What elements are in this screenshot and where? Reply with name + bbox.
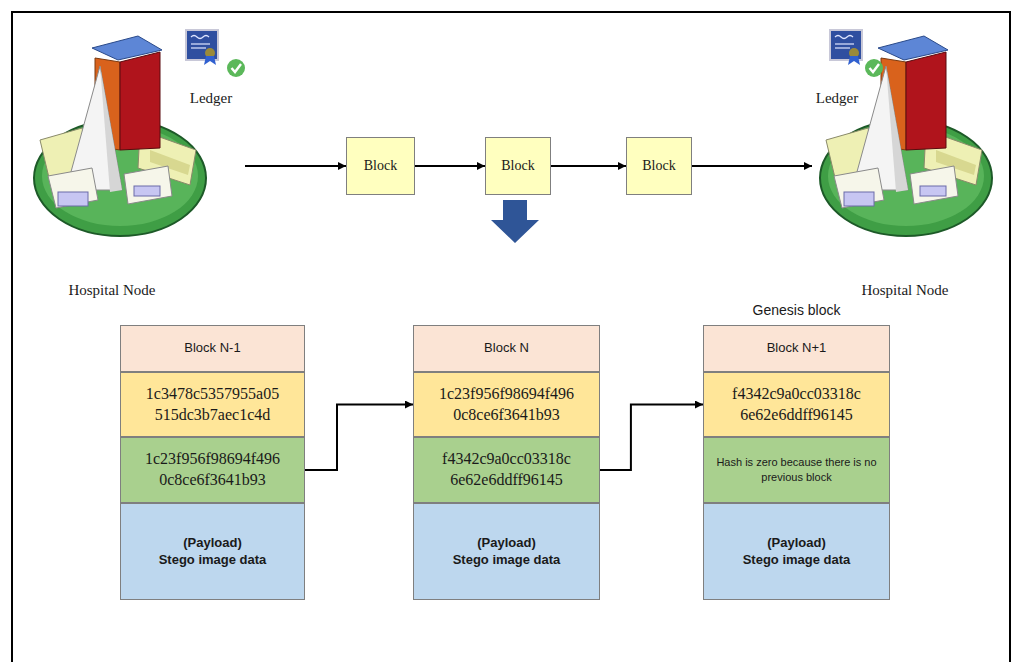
hash-field: f4342c9a0cc03318c 6e62e6ddff96145 <box>703 372 890 437</box>
chain-arrow <box>692 165 812 167</box>
payload-field: (Payload)Stego image data <box>703 503 890 600</box>
block-box: Block <box>626 137 692 195</box>
caption-label: Genesis block <box>703 302 890 318</box>
block-header-text: Block N <box>484 340 529 356</box>
hash-field: 1c23f956f98694f496 0c8ce6f3641b93 <box>413 372 600 437</box>
check-mark <box>865 59 883 77</box>
payload-field-text: Stego image data <box>743 552 851 568</box>
block-box: Block <box>485 137 551 195</box>
chain-arrow <box>551 165 626 167</box>
payload-field: (Payload)Stego image data <box>413 503 600 600</box>
chain-arrow <box>600 405 703 471</box>
payload-field-text: Stego image data <box>159 552 267 568</box>
hash-field-text: 1c23f956f98694f496 0c8ce6f3641b93 <box>420 384 593 426</box>
previous-hash-field: 1c23f956f98694f496 0c8ce6f3641b93 <box>120 437 305 503</box>
hash-field: 1c3478c5357955a05 515dc3b7aec1c4d <box>120 372 305 437</box>
payload-field-text: (Payload) <box>767 535 826 551</box>
hospital-node: Hospital Node <box>30 40 245 302</box>
hospital-node-text: Hospital Node <box>67 281 157 300</box>
hospital-illustration <box>820 36 992 236</box>
down-arrow <box>491 200 539 243</box>
block-box: Block <box>346 137 415 195</box>
caption-label: Ledger <box>802 90 872 107</box>
block-header-text: Block N-1 <box>184 340 240 356</box>
chain-arrow <box>415 165 485 167</box>
block-box-text: Block <box>501 157 534 175</box>
payload-field: (Payload)Stego image data <box>120 503 305 600</box>
check-mark <box>227 59 245 77</box>
block-header: Block N+1 <box>703 325 890 372</box>
payload-field-text: (Payload) <box>183 535 242 551</box>
previous-hash-field-text: Hash is zero because there is no previou… <box>710 455 883 485</box>
hash-field-text: 1c3478c5357955a05 515dc3b7aec1c4d <box>127 384 298 426</box>
ledger-certificate <box>186 30 218 65</box>
chain-arrow <box>305 405 413 471</box>
hospital-node: Hospital Node <box>812 40 1007 302</box>
chain-arrow <box>245 165 346 167</box>
ledger-certificate <box>830 30 862 65</box>
previous-hash-field-text: 1c23f956f98694f496 0c8ce6f3641b93 <box>127 449 298 491</box>
block-header: Block N <box>413 325 600 372</box>
caption-label: Ledger <box>176 90 246 107</box>
hospital-illustration <box>34 36 206 236</box>
block-box-text: Block <box>642 157 675 175</box>
previous-hash-field-text: f4342c9a0cc03318c 6e62e6ddff96145 <box>420 449 593 491</box>
payload-field-text: Stego image data <box>453 552 561 568</box>
hospital-node-text: Hospital Node <box>860 281 950 300</box>
previous-hash-field: f4342c9a0cc03318c 6e62e6ddff96145 <box>413 437 600 503</box>
previous-hash-field: Hash is zero because there is no previou… <box>703 437 890 503</box>
block-header-text: Block N+1 <box>767 340 827 356</box>
hash-field-text: f4342c9a0cc03318c 6e62e6ddff96145 <box>710 384 883 426</box>
frame <box>12 12 1010 662</box>
block-header: Block N-1 <box>120 325 305 372</box>
block-box-text: Block <box>364 157 397 175</box>
payload-field-text: (Payload) <box>477 535 536 551</box>
